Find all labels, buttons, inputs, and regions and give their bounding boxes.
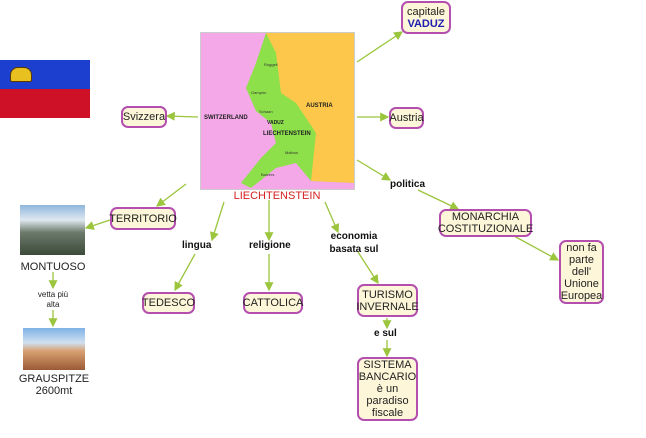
node-territorio[interactable]: TERRITORIO — [109, 207, 177, 230]
liechtenstein-flag — [0, 60, 90, 118]
node-text: INVERNALE — [356, 300, 419, 313]
map-image: SWITZERLAND AUSTRIA LIECHTENSTEIN VADUZ … — [200, 32, 355, 190]
map-town: Balzers — [261, 172, 275, 177]
node-text: BANCARIO — [358, 371, 417, 383]
node-text: MONARCHIA — [451, 211, 520, 223]
node-text: non fa — [566, 242, 597, 254]
crown-icon — [10, 67, 32, 82]
node-montuoso: MONTUOSO — [20, 261, 86, 273]
map-town: Ruggell — [264, 62, 278, 67]
map-label-liechtenstein: LIECHTENSTEIN — [263, 131, 311, 137]
node-text: SISTEMA — [363, 359, 412, 371]
center-title: LIECHTENSTEIN — [233, 190, 321, 202]
node-text: Europea — [560, 290, 603, 302]
link-text: economia — [330, 231, 378, 242]
node-text: VADUZ — [407, 17, 445, 30]
node-text: paradiso — [366, 395, 409, 407]
node-text: 2600mt — [35, 385, 73, 397]
map-town: Gamprin — [251, 90, 267, 95]
node-cattolica[interactable]: CATTOLICA — [243, 292, 303, 314]
node-text: COSTITUZIONALE — [437, 223, 534, 235]
link-text: basata sul — [329, 244, 379, 255]
link-text: alta — [46, 300, 60, 309]
grauspitze-image — [23, 328, 85, 370]
node-austria[interactable]: Austria — [389, 107, 424, 129]
node-capitale[interactable]: capitale VADUZ — [401, 1, 451, 34]
link-religione: religione — [249, 240, 291, 251]
link-text: vetta più — [37, 290, 69, 299]
node-text: fiscale — [371, 407, 404, 419]
node-text: TURISMO — [362, 288, 413, 301]
map-town: Malbun — [285, 150, 299, 155]
node-text: GRAUSPITZE — [18, 373, 90, 385]
map-label-switzerland: SWITZERLAND — [204, 115, 248, 121]
mountain-image — [20, 205, 85, 255]
link-economia: economia basata sul — [326, 230, 382, 256]
link-lingua: lingua — [182, 240, 212, 251]
node-tedesco[interactable]: TEDESCO — [142, 292, 195, 314]
link-esul: e sul — [374, 328, 397, 339]
node-text: è un — [376, 383, 399, 395]
node-text: parte — [568, 254, 595, 266]
node-text: capitale — [407, 5, 445, 18]
map-label-austria: AUSTRIA — [306, 103, 333, 109]
map-town: Schaan — [259, 109, 273, 114]
node-text: dell' — [571, 266, 592, 278]
link-politica: politica — [390, 179, 426, 190]
node-svizzera[interactable]: Svizzera — [121, 106, 167, 128]
node-text: Unione — [564, 278, 599, 290]
map-label-vaduz: VADUZ — [267, 120, 284, 126]
